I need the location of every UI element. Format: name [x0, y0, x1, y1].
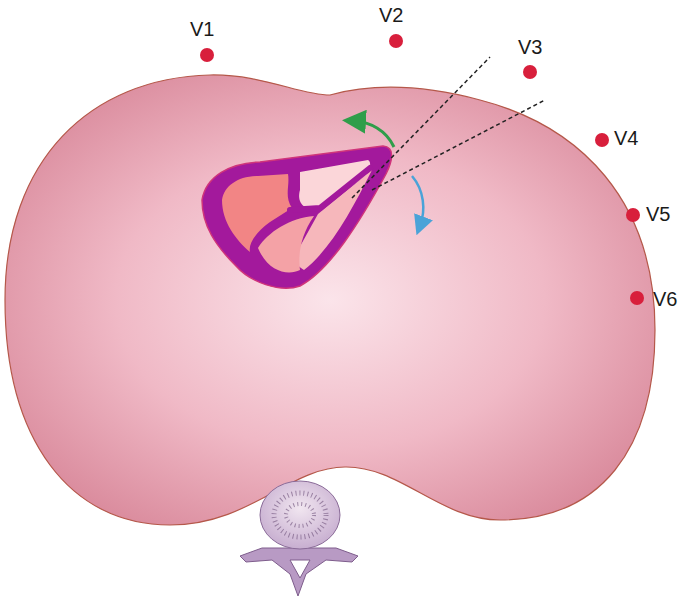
- electrode-dot: [200, 34, 644, 305]
- lead-label: V2: [379, 4, 403, 26]
- vertebra: [240, 481, 358, 596]
- lead-label: V6: [653, 288, 677, 310]
- lead-label: V3: [518, 36, 542, 58]
- lead-label: V1: [190, 18, 214, 40]
- lead-label: V4: [614, 127, 638, 149]
- rotation-arrow: [412, 176, 423, 226]
- heart: [202, 146, 392, 288]
- lead-label: V5: [646, 203, 670, 225]
- rotation-arrow: [354, 121, 394, 147]
- axis-line: [372, 100, 545, 190]
- axis-line: [352, 57, 490, 198]
- torso-outline: [5, 75, 655, 525]
